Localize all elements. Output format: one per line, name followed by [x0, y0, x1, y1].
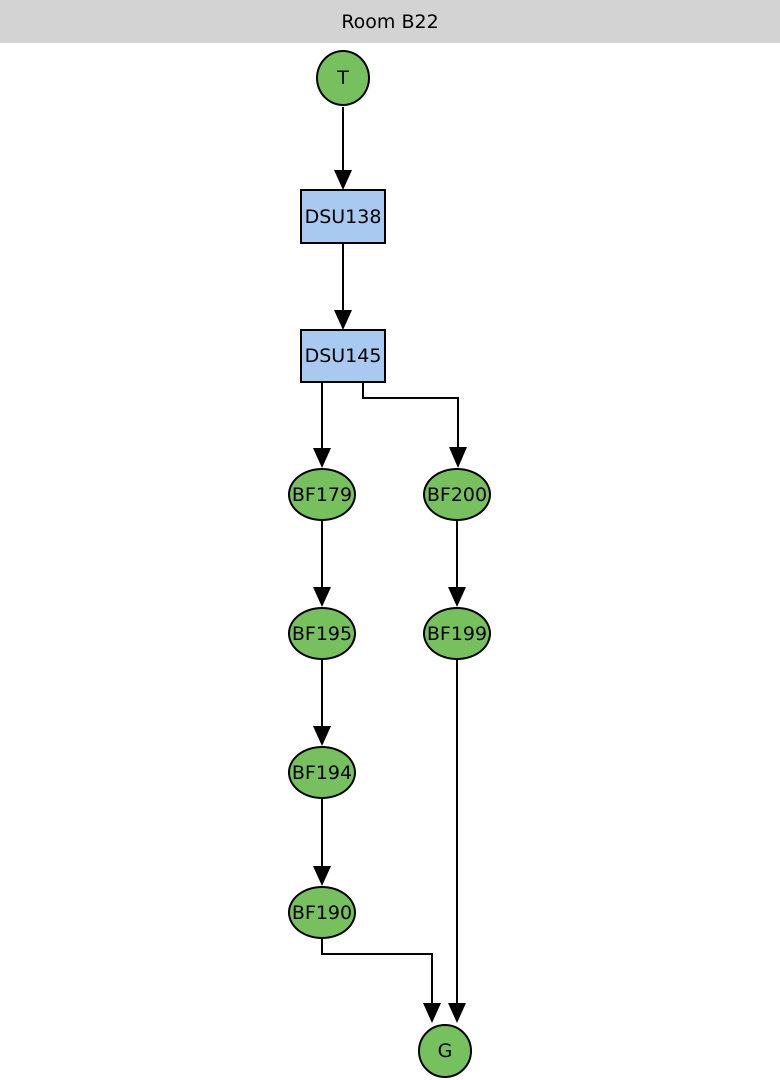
node-label: T — [337, 67, 349, 89]
node-BF190: BF190 — [288, 886, 356, 939]
arrowhead-DSU145-BF179 — [313, 448, 331, 468]
node-label: DSU138 — [304, 205, 382, 228]
node-label: BF190 — [291, 901, 353, 924]
node-label: G — [437, 1040, 453, 1062]
arrowhead-BF179-BF195 — [313, 587, 331, 607]
node-T: T — [316, 50, 370, 106]
arrowhead-BF190-G — [423, 1003, 441, 1023]
node-BF199: BF199 — [423, 607, 491, 660]
arrowhead-T-DSU138 — [334, 170, 352, 190]
node-G: G — [418, 1024, 472, 1078]
edge-DSU145-BF200 — [362, 383, 459, 448]
edge-BF190-G — [321, 939, 433, 1004]
node-label: BF194 — [291, 761, 353, 784]
node-label: BF195 — [291, 622, 353, 645]
diagram-title: Room B22 — [341, 10, 439, 33]
arrowhead-BF200-BF199 — [448, 587, 466, 607]
arrowhead-BF194-BF190 — [313, 866, 331, 886]
arrowhead-DSU145-BF200 — [449, 447, 467, 468]
arrowhead-DSU138-DSU145 — [334, 310, 352, 330]
diagram-title-bar: Room B22 — [0, 0, 780, 43]
node-label: BF199 — [426, 622, 488, 645]
node-BF179: BF179 — [288, 468, 356, 521]
node-DSU145: DSU145 — [300, 329, 386, 383]
arrowhead-BF195-BF194 — [313, 726, 331, 746]
node-BF195: BF195 — [288, 607, 356, 660]
node-DSU138: DSU138 — [300, 189, 386, 244]
node-label: BF179 — [291, 483, 353, 506]
node-BF194: BF194 — [288, 746, 356, 799]
node-label: DSU145 — [304, 345, 382, 367]
node-label: BF200 — [426, 483, 488, 506]
node-BF200: BF200 — [423, 468, 491, 521]
arrowhead-BF199-G — [448, 1003, 466, 1023]
